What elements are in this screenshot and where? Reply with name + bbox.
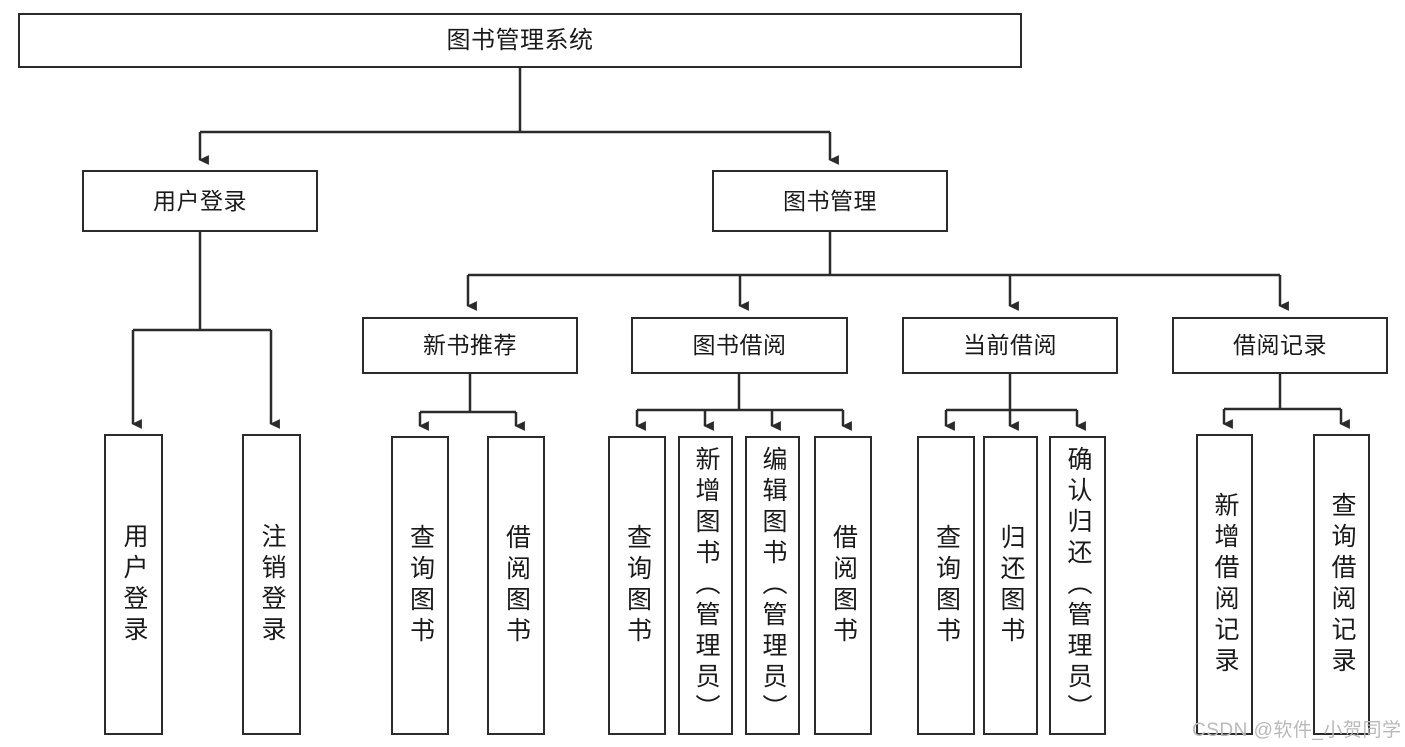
- node-leaf-return-book[interactable]: 归还图书: [983, 436, 1038, 735]
- node-leaf-borrow-book-1[interactable]: 借阅图书: [487, 436, 545, 735]
- node-book-borrow[interactable]: 图书借阅: [631, 317, 848, 374]
- node-current-borrow[interactable]: 当前借阅: [902, 317, 1118, 374]
- node-leaf-edit-book-label: 编辑图书（管理员）: [759, 446, 787, 725]
- node-new-book-recommend-label: 新书推荐: [423, 332, 517, 359]
- node-user-login[interactable]: 用户登录: [82, 170, 318, 232]
- node-leaf-edit-book[interactable]: 编辑图书（管理员）: [745, 436, 800, 735]
- node-book-manage[interactable]: 图书管理: [712, 170, 948, 232]
- node-leaf-return-book-label: 归还图书: [997, 523, 1025, 648]
- node-leaf-confirm-return[interactable]: 确认归还（管理员）: [1049, 436, 1106, 735]
- node-leaf-add-book[interactable]: 新增图书（管理员）: [678, 436, 733, 735]
- node-user-login-label: 用户登录: [153, 187, 247, 214]
- node-borrow-record-label: 借阅记录: [1233, 332, 1327, 359]
- node-book-borrow-label: 图书借阅: [692, 332, 787, 359]
- node-leaf-query-book-1[interactable]: 查询图书: [391, 436, 449, 735]
- node-leaf-user-login[interactable]: 用户登录: [104, 434, 163, 735]
- node-leaf-add-book-label: 新增图书（管理员）: [692, 446, 720, 725]
- node-leaf-add-record[interactable]: 新增借阅记录: [1196, 434, 1253, 735]
- node-new-book-recommend[interactable]: 新书推荐: [362, 317, 578, 374]
- node-root[interactable]: 图书管理系统: [18, 13, 1022, 68]
- node-leaf-query-book-3-label: 查询图书: [932, 523, 961, 648]
- node-root-label: 图书管理系统: [446, 26, 594, 54]
- node-leaf-query-book-2-label: 查询图书: [623, 523, 652, 648]
- node-leaf-user-login-label: 用户登录: [120, 522, 148, 647]
- node-leaf-query-book-1-label: 查询图书: [406, 523, 435, 648]
- node-leaf-borrow-book-2-label: 借阅图书: [829, 523, 858, 648]
- node-leaf-borrow-book-1-label: 借阅图书: [502, 523, 531, 648]
- node-book-manage-label: 图书管理: [783, 187, 877, 214]
- node-borrow-record[interactable]: 借阅记录: [1172, 317, 1388, 374]
- node-leaf-query-book-3[interactable]: 查询图书: [917, 436, 975, 735]
- node-leaf-add-record-label: 新增借阅记录: [1211, 491, 1239, 678]
- node-leaf-query-book-2[interactable]: 查询图书: [608, 436, 666, 735]
- node-leaf-confirm-return-label: 确认归还（管理员）: [1064, 446, 1092, 725]
- node-leaf-borrow-book-2[interactable]: 借阅图书: [814, 436, 872, 735]
- node-leaf-query-record-label: 查询借阅记录: [1328, 491, 1356, 678]
- node-current-borrow-label: 当前借阅: [963, 332, 1057, 359]
- node-leaf-logout-label: 注销登录: [258, 522, 286, 647]
- node-leaf-query-record[interactable]: 查询借阅记录: [1313, 434, 1370, 735]
- node-leaf-logout[interactable]: 注销登录: [242, 434, 301, 735]
